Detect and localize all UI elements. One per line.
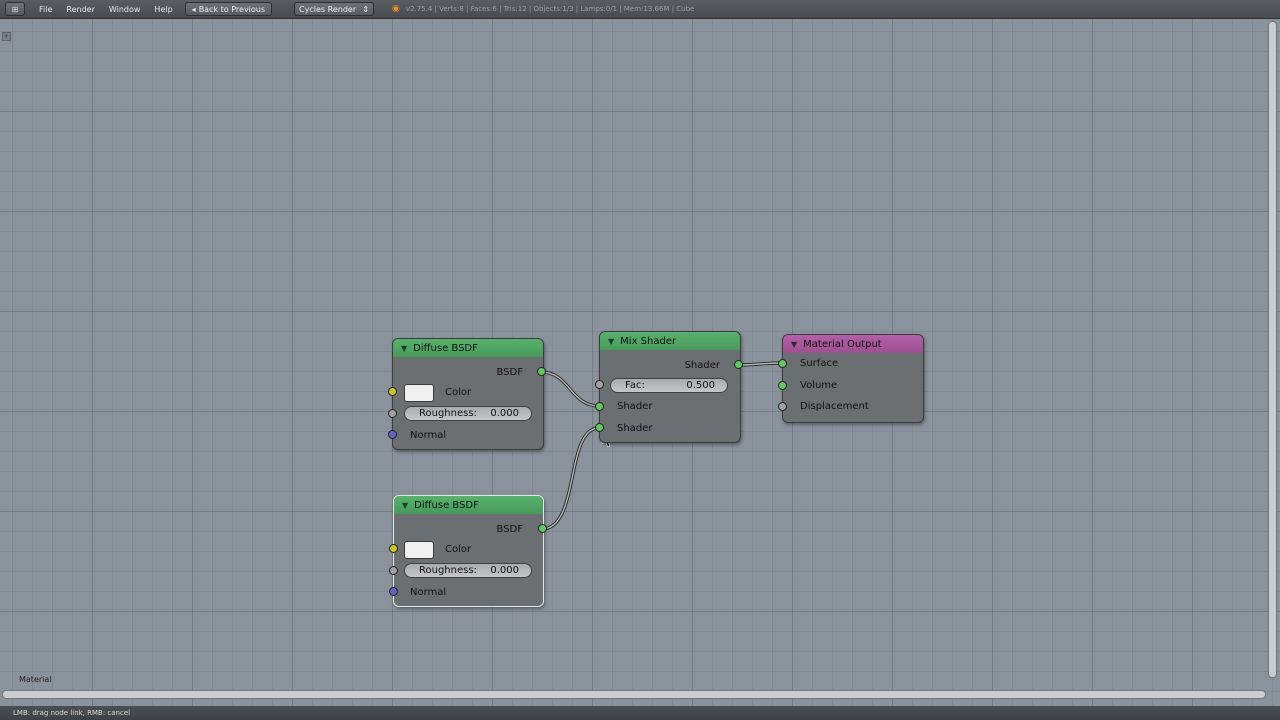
node-title: Diffuse BSDF <box>414 499 479 511</box>
horizontal-scrollbar[interactable] <box>2 690 1266 699</box>
normal-input-socket[interactable] <box>389 587 398 596</box>
material-output-node[interactable]: ▼ Material Output Surface Volume Displac… <box>782 334 924 423</box>
node-title: Diffuse BSDF <box>413 342 478 354</box>
collapse-triangle-icon[interactable]: ▼ <box>608 336 615 346</box>
back-arrow-icon: ◂ <box>191 4 196 14</box>
shader-input-1-label: Shader <box>617 401 653 412</box>
normal-label: Normal <box>410 587 447 598</box>
back-to-previous-button[interactable]: ◂ Back to Previous <box>184 2 273 16</box>
status-text: LMB: drag node link, RMB: cancel <box>13 709 131 717</box>
editor-context-label: Material <box>19 675 52 684</box>
bsdf-output-socket[interactable] <box>538 524 547 533</box>
collapse-triangle-icon[interactable]: ▼ <box>791 339 798 349</box>
node-header[interactable]: ▼ Mix Shader <box>600 332 740 350</box>
collapse-triangle-icon[interactable]: ▼ <box>402 500 409 510</box>
node-header[interactable]: ▼ Diffuse BSDF <box>394 496 543 514</box>
fac-value: 0.500 <box>686 380 715 391</box>
mix-shader-node[interactable]: ▼ Mix Shader Shader Fac: 0.500 Shader Sh… <box>599 331 741 443</box>
menu-file[interactable]: File <box>39 4 53 14</box>
render-engine-select[interactable]: Cycles Render ⇕ <box>294 2 375 16</box>
status-bar: LMB: drag node link, RMB: cancel <box>0 706 1280 720</box>
surface-input-socket[interactable] <box>778 359 787 368</box>
bsdf-output-label: BSDF <box>496 367 523 378</box>
color-label: Color <box>445 387 472 398</box>
shader-output-socket[interactable] <box>734 360 743 369</box>
normal-input-socket[interactable] <box>388 430 397 439</box>
vertical-scrollbar[interactable] <box>1268 21 1277 678</box>
fac-slider[interactable]: Fac: 0.500 <box>610 378 728 393</box>
header-bar: ⊞ File Render Window Help ◂ Back to Prev… <box>0 0 1280 19</box>
editor-type-button[interactable]: ⊞ <box>5 2 25 16</box>
updown-arrow-icon: ⇕ <box>362 4 370 14</box>
blender-logo-icon: ◉ <box>392 4 400 14</box>
diffuse-bsdf-node-1[interactable]: ▼ Diffuse BSDF BSDF Color Roughness: 0.0… <box>392 338 544 450</box>
color-input-socket[interactable] <box>389 544 398 553</box>
roughness-value: 0.000 <box>490 408 519 419</box>
color-input-socket[interactable] <box>388 387 397 396</box>
scene-stats: v2.75.4 | Verts:8 | Faces:6 | Tris:12 | … <box>405 5 695 13</box>
node-title: Material Output <box>803 338 882 350</box>
roughness-value: 0.000 <box>490 565 519 576</box>
roughness-input-socket[interactable] <box>388 409 397 418</box>
surface-label: Surface <box>800 358 839 369</box>
area-split-icon[interactable]: + <box>2 32 11 41</box>
roughness-label: Roughness: <box>419 565 477 576</box>
collapse-triangle-icon[interactable]: ▼ <box>401 343 408 353</box>
roughness-slider[interactable]: Roughness: 0.000 <box>404 563 532 578</box>
normal-label: Normal <box>410 430 447 441</box>
shader-input-socket-1[interactable] <box>595 402 604 411</box>
displacement-input-socket[interactable] <box>778 402 787 411</box>
shader-input-2-label: Shader <box>617 423 653 434</box>
bsdf-output-socket[interactable] <box>537 367 546 376</box>
menu-window[interactable]: Window <box>108 4 141 14</box>
displacement-label: Displacement <box>800 401 869 412</box>
render-engine-value: Cycles Render <box>299 4 357 14</box>
shader-output-label: Shader <box>684 360 720 371</box>
fac-input-socket[interactable] <box>595 380 604 389</box>
node-header[interactable]: ▼ Material Output <box>783 335 923 353</box>
node-header[interactable]: ▼ Diffuse BSDF <box>393 339 543 357</box>
back-to-previous-label: Back to Previous <box>198 4 266 14</box>
shader-input-socket-2[interactable] <box>595 423 604 432</box>
roughness-slider[interactable]: Roughness: 0.000 <box>404 406 532 421</box>
node-title: Mix Shader <box>620 335 677 347</box>
menu-render[interactable]: Render <box>66 4 95 14</box>
color-swatch[interactable] <box>404 384 434 402</box>
color-swatch[interactable] <box>404 541 434 559</box>
roughness-input-socket[interactable] <box>389 566 398 575</box>
node-editor-icon: ⊞ <box>11 4 19 14</box>
color-label: Color <box>445 544 472 555</box>
roughness-label: Roughness: <box>419 408 477 419</box>
diffuse-bsdf-node-2[interactable]: ▼ Diffuse BSDF BSDF Color Roughness: 0.0… <box>393 495 544 607</box>
fac-label: Fac: <box>625 380 645 391</box>
bsdf-output-label: BSDF <box>496 524 523 535</box>
volume-label: Volume <box>800 380 838 391</box>
volume-input-socket[interactable] <box>778 381 787 390</box>
menu-help[interactable]: Help <box>154 4 173 14</box>
